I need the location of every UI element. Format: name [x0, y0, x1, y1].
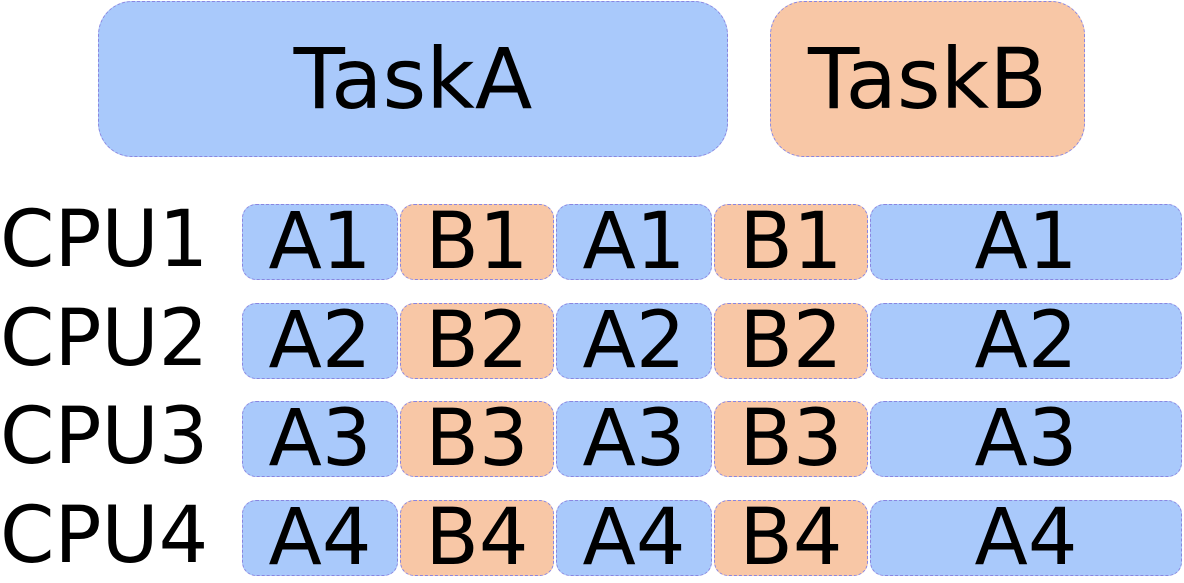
time-slot-task-b: B4 — [400, 499, 554, 577]
time-slot-task-a: A2 — [242, 302, 398, 380]
time-slot-task-b: B2 — [714, 302, 868, 380]
time-slot-task-b: B2 — [400, 302, 554, 380]
time-slot-task-a: A2 — [870, 302, 1182, 380]
time-slot-task-a: A4 — [870, 499, 1182, 577]
cpu-label: CPU4 — [0, 491, 209, 581]
time-slot-task-b: B4 — [714, 499, 868, 577]
time-slot-task-a: A3 — [870, 400, 1182, 478]
time-slot-task-a: A3 — [242, 400, 398, 478]
time-slot-task-b: B3 — [400, 400, 554, 478]
task-a-box: TaskA — [98, 1, 728, 157]
time-slot-task-a: A4 — [242, 499, 398, 577]
time-slot-task-b: B1 — [714, 203, 868, 281]
time-slot-task-a: A3 — [556, 400, 712, 478]
time-slot-task-a: A1 — [242, 203, 398, 281]
time-slot-task-a: A4 — [556, 499, 712, 577]
time-slot-task-a: A2 — [556, 302, 712, 380]
time-slot-task-a: A1 — [556, 203, 712, 281]
time-slot-task-b: B1 — [400, 203, 554, 281]
time-slot-task-a: A1 — [870, 203, 1182, 281]
cpu-label: CPU1 — [0, 195, 209, 285]
time-slot-task-b: B3 — [714, 400, 868, 478]
cpu-label: CPU2 — [0, 294, 209, 384]
cpu-label: CPU3 — [0, 392, 209, 482]
task-b-box: TaskB — [770, 1, 1085, 157]
